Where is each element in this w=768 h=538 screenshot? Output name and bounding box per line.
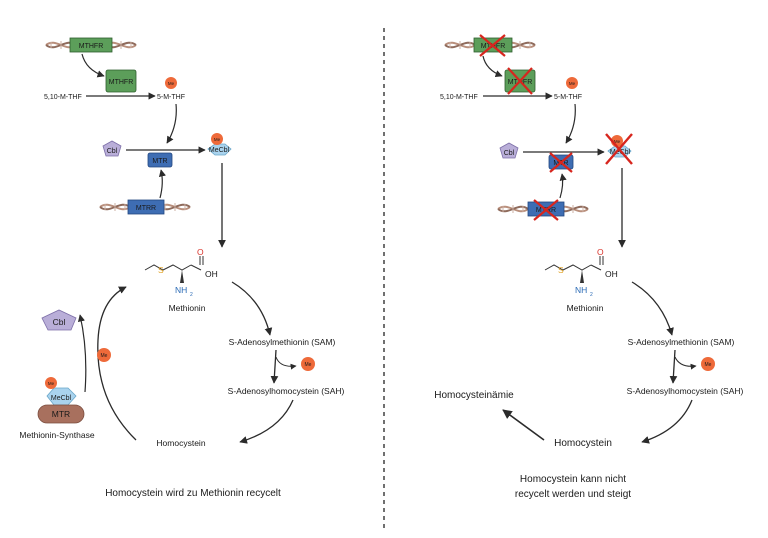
methionin-label: Methionin — [567, 303, 604, 313]
cbl-label: Cbl — [504, 150, 515, 157]
synthase-mtr-box — [37, 404, 85, 424]
sah-label: S-Adenosylhomocystein (SAH) — [627, 386, 744, 396]
methyl-group-icon — [45, 377, 57, 389]
mthfr-gene-box — [69, 37, 113, 53]
atom-s-label: S — [558, 265, 564, 275]
me-label: Me — [305, 362, 312, 368]
arrow-release-methyl — [674, 356, 697, 370]
substrate-label: 5,10-M-THF — [44, 94, 82, 101]
arrow-homocystein-to-homocysteinaemie — [502, 409, 545, 441]
right-panel: MTHFR MTHFR 5,10-M-THF 5-M-THF Me Cbl Me… — [434, 34, 744, 500]
arrow-release-methyl — [275, 356, 297, 370]
arrow-sah-to-homocystein — [239, 399, 294, 444]
me-label: Me — [48, 381, 55, 386]
sah-label: S-Adenosylhomocystein (SAH) — [228, 386, 345, 396]
substrate-label: 5,10-M-THF — [440, 94, 478, 101]
methionin-label: Methionin — [169, 303, 206, 313]
me-label: Me — [705, 362, 712, 368]
homocystein-label: Homocystein — [554, 438, 612, 449]
product-label: 5-M-THF — [554, 94, 582, 101]
homocysteinaemie-label: Homocysteinämie — [434, 390, 514, 401]
arrow-sam-to-sah — [270, 349, 279, 384]
synthase-mtr-label: MTR — [52, 409, 70, 419]
homocystein-label: Homocystein — [156, 438, 205, 448]
arrow-homocystein-to-methionine — [97, 286, 137, 441]
arrow-gene-to-enzyme — [81, 53, 105, 78]
me-label: Me — [214, 137, 221, 142]
arrow-synthase-to-cbl — [77, 314, 87, 393]
x-cross-icon — [533, 199, 559, 221]
pentagon-cbl-icon — [41, 309, 77, 331]
methionine-structure — [144, 256, 204, 283]
mtrr-gene-box — [127, 199, 165, 215]
arrow-methionine-to-sam — [231, 281, 273, 336]
x-cross-icon — [479, 34, 506, 57]
atom-nh2-label: NH — [575, 285, 587, 295]
left-panel: MTHFR MTHFR 5,10-M-THF 5-M-THF Me Cbl Me… — [19, 37, 345, 499]
methionin-synthase-label: Methionin-Synthase — [19, 430, 94, 440]
x-cross-icon — [507, 67, 533, 95]
arrow-methionine-to-sam — [631, 281, 674, 336]
methyl-group-icon — [701, 357, 715, 371]
sam-label: S-Adenosylmethionin (SAM) — [628, 337, 735, 347]
me-label: Me — [168, 81, 175, 86]
sam-label: S-Adenosylmethionin (SAM) — [229, 337, 336, 347]
me-label: Me — [101, 353, 108, 359]
methyl-group-icon — [301, 357, 315, 371]
arrow-product-to-mtr — [565, 103, 576, 144]
right-caption-line2: recycelt werden und steigt — [515, 489, 631, 500]
atom-nh2-subscript: 2 — [590, 292, 593, 298]
right-caption-line1: Homocystein kann nicht — [520, 474, 626, 485]
mtr-label: MTR — [152, 158, 167, 165]
mecbl-label: MeCbl — [209, 147, 230, 154]
methyl-group-icon — [165, 77, 177, 89]
methyl-group-icon — [211, 133, 223, 145]
mthfr-enzyme-box — [105, 69, 137, 93]
atom-oh-label: OH — [205, 269, 218, 279]
arrow-sah-to-homocystein — [641, 399, 693, 444]
methyl-group-icon — [97, 348, 111, 362]
atom-s-label: S — [158, 265, 164, 275]
methyl-group-icon — [566, 77, 578, 89]
arrow-sam-to-sah — [669, 349, 678, 384]
arrow-product-to-mtr — [166, 103, 177, 144]
mthfr-enzyme-label: MTHFR — [109, 79, 134, 86]
atom-o-label: O — [597, 247, 604, 257]
mtr-box — [147, 152, 173, 168]
pentagon-cbl-icon — [102, 140, 122, 157]
methionine-structure — [544, 256, 604, 283]
synthase-mecbl-label: MeCbl — [51, 395, 72, 402]
me-label: Me — [569, 81, 576, 86]
x-cross-icon — [549, 152, 573, 173]
x-cross-icon — [605, 133, 633, 165]
arrow-mtrr-to-mtr — [559, 173, 567, 199]
left-caption: Homocystein wird zu Methionin recycelt — [105, 488, 281, 499]
product-label: 5-M-THF — [157, 94, 185, 101]
arrow-gene-to-enzyme — [482, 55, 503, 78]
arrow-mtrr-to-mtr — [158, 169, 166, 199]
mecbl-label: MeCbl — [610, 149, 631, 156]
atom-oh-label: OH — [605, 269, 618, 279]
atom-o-label: O — [197, 247, 204, 257]
atom-nh2-label: NH — [175, 285, 187, 295]
atom-nh2-subscript: 2 — [190, 292, 193, 298]
cbl-label: Cbl — [107, 148, 118, 155]
pentagon-cbl-icon — [499, 142, 519, 159]
me-label: Me — [614, 139, 621, 144]
mtrr-gene-label: MTRR — [136, 205, 156, 212]
mthfr-gene-label: MTHFR — [79, 43, 104, 50]
synthase-cbl-label: Cbl — [53, 317, 66, 327]
